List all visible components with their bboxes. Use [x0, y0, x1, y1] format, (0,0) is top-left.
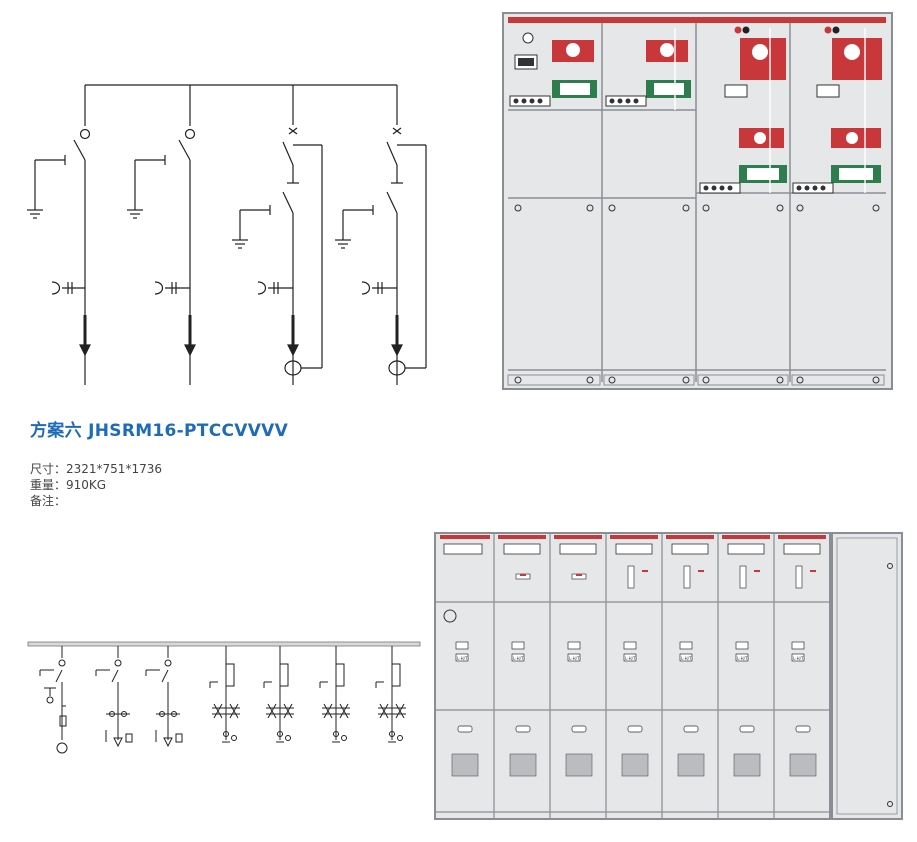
note-spec: 备注：: [30, 494, 67, 508]
panel-label-1: L-H/T: [457, 656, 468, 661]
panel-label-2: L-H/T: [513, 656, 524, 661]
lower-feeder-6: [319, 646, 350, 743]
panel-label-6: L-H/T: [737, 656, 748, 661]
feeder-1: [27, 85, 91, 385]
cabinet-panel-3: [697, 26, 789, 386]
bottom-cabinet-front-view: L-H/T L-H/T L-H/T L-H/T L-H/T L-H/T L-H/…: [434, 532, 903, 820]
feeder-4: [335, 85, 427, 385]
feeder-3: [232, 85, 323, 385]
panel-label-7: L-H/T: [793, 656, 804, 661]
size-spec: 尺寸：2321*751*1736: [30, 462, 162, 476]
lower-feeder-1: [39, 646, 68, 754]
panel-label-3: L-H/T: [569, 656, 580, 661]
feeder-2: [127, 85, 196, 385]
cabinet-panel-4: [791, 26, 885, 386]
lower-feeder-4: [209, 646, 240, 743]
lower-feeder-2: [95, 646, 133, 748]
lower-feeder-5: [263, 646, 294, 743]
bottom-single-line-diagram: [27, 641, 421, 754]
panel-label-4: L-H/T: [625, 656, 636, 661]
scheme-title: 方案六 JHSRM16-PTCCVVVV: [30, 421, 289, 441]
top-cabinet-front-view: [502, 12, 893, 390]
busbar: [27, 641, 421, 647]
panel-label-5: L-H/T: [681, 656, 692, 661]
top-single-line-diagram: [27, 84, 427, 385]
weight-spec: 重量：910KG: [30, 478, 107, 492]
lower-feeder-7: [375, 646, 406, 743]
lower-feeder-3: [145, 646, 183, 748]
cabinet-panel-1: [507, 32, 601, 386]
cabinet-panel-2: [603, 40, 695, 386]
